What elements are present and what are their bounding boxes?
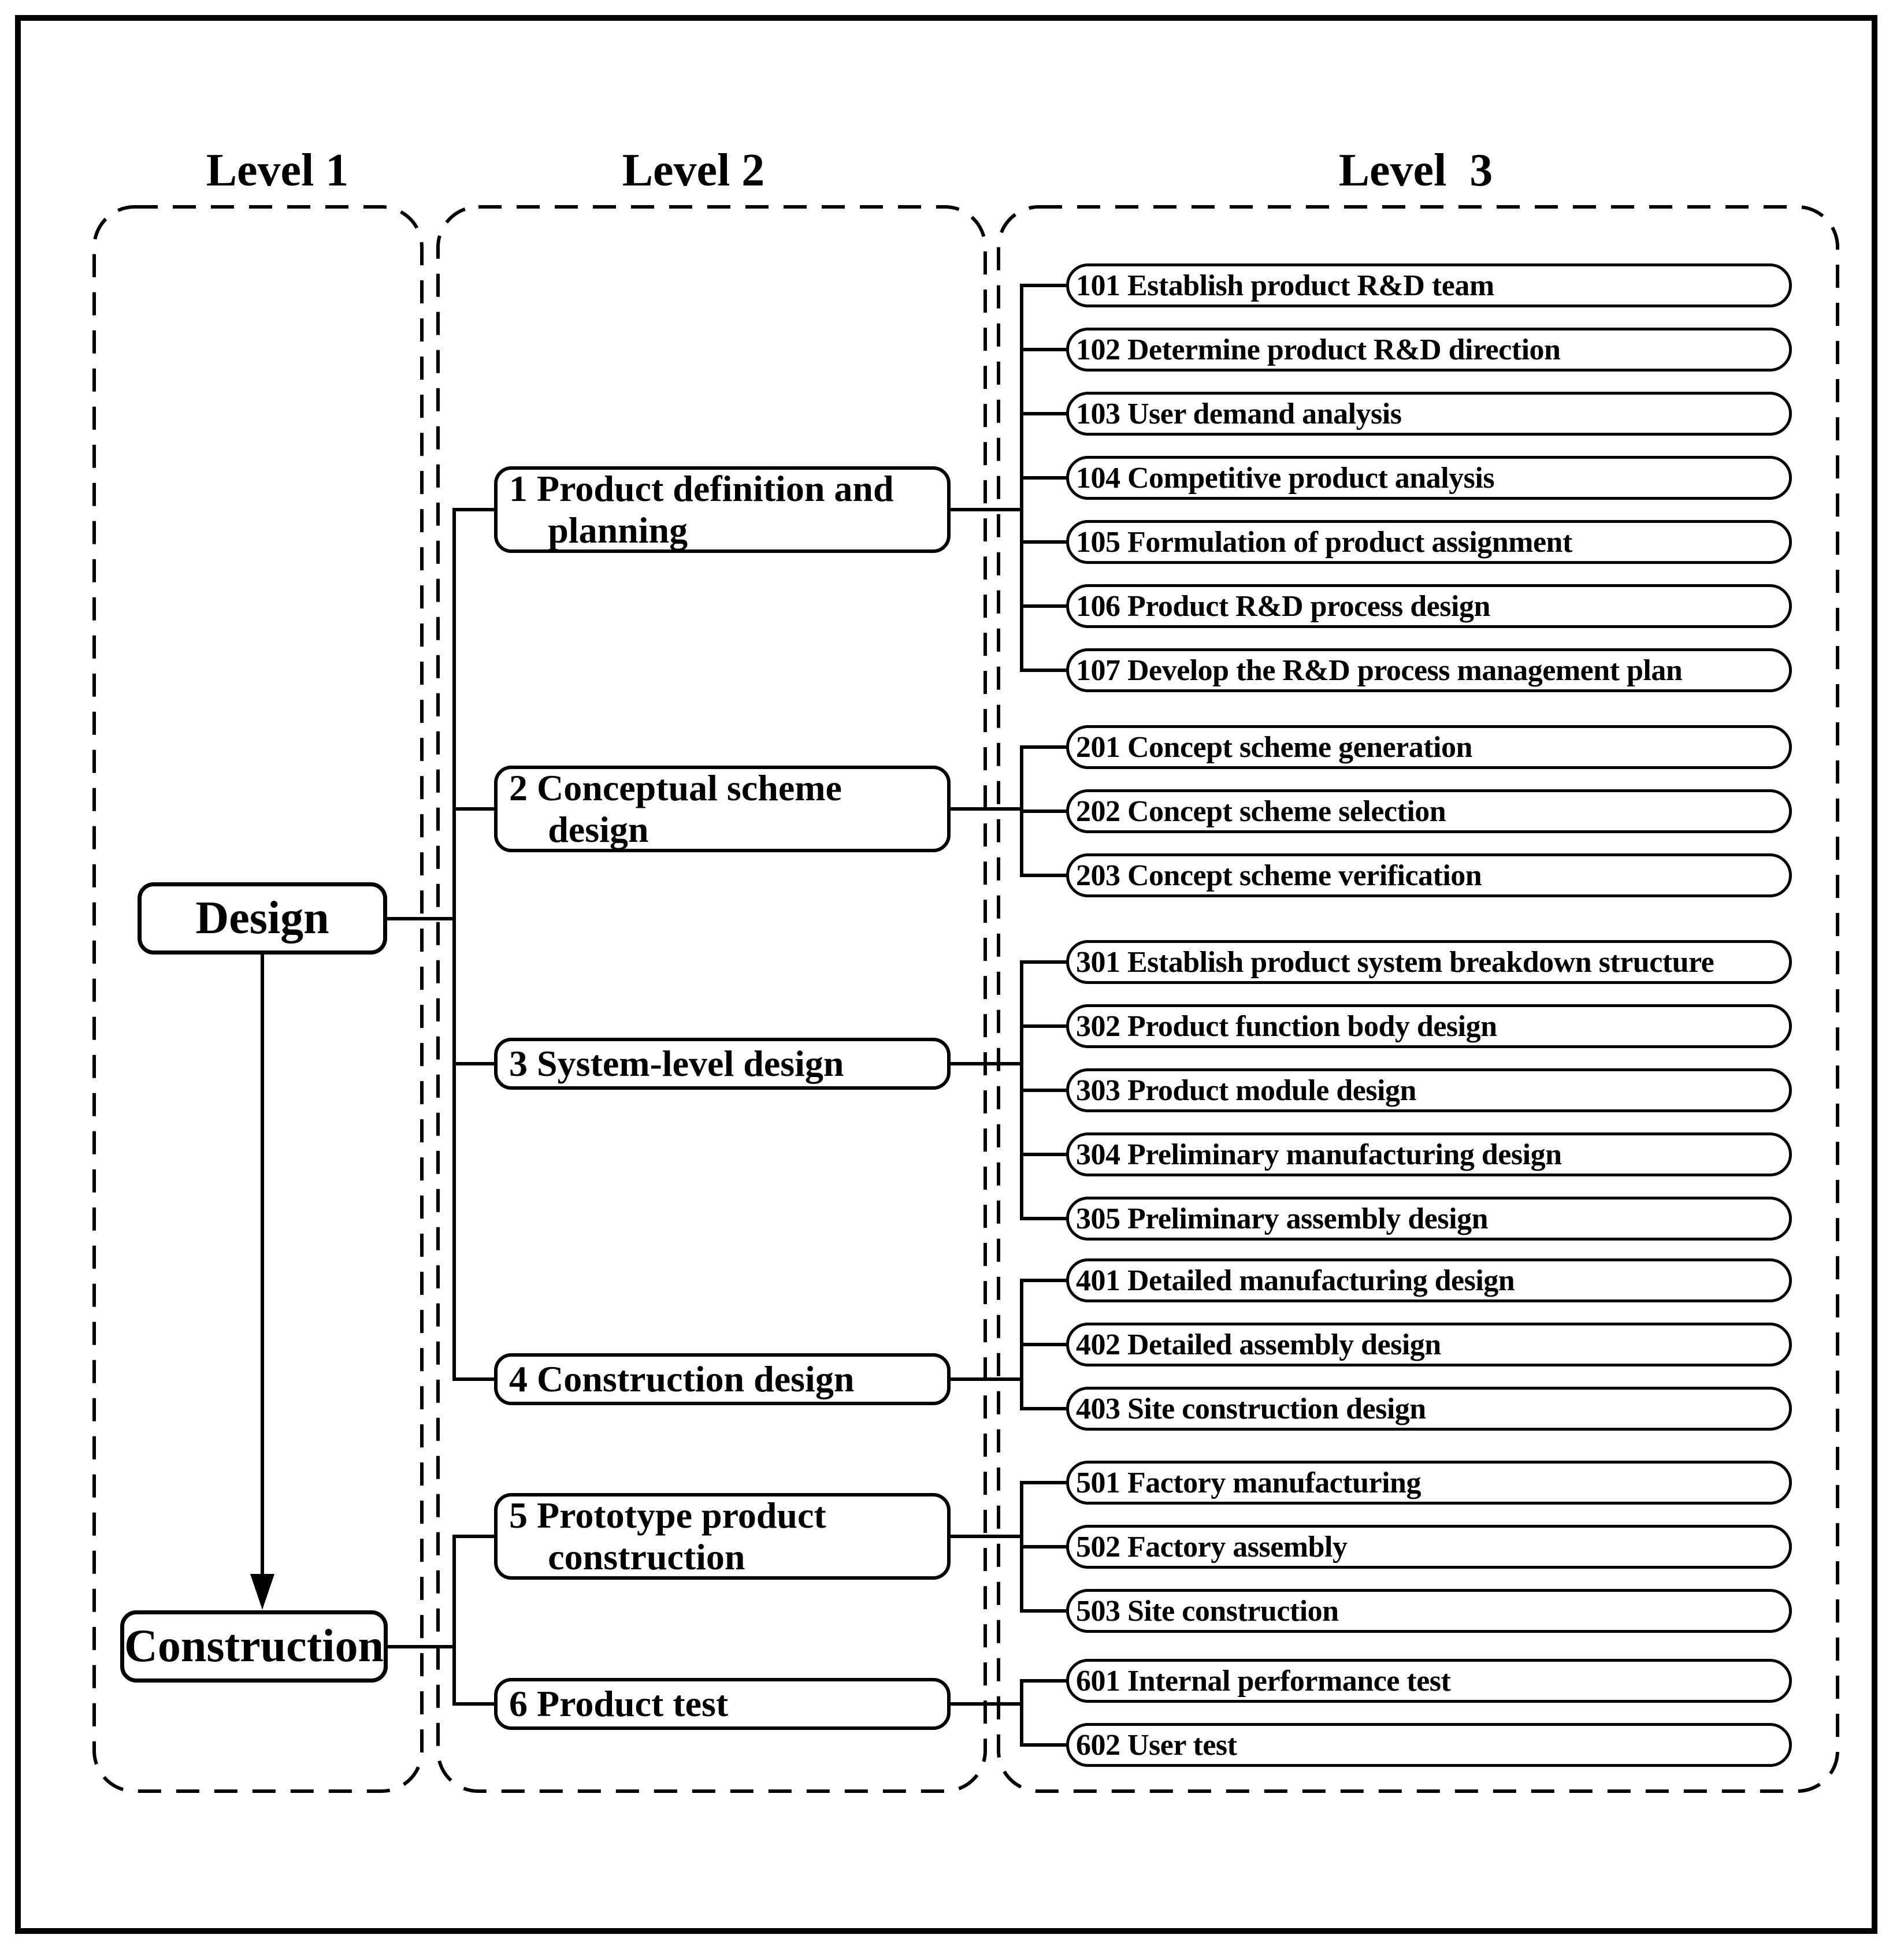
level3-item-102-label: 102 Determine product R&D direction [1076,333,1561,366]
level3-item-502-label: 502 Factory assembly [1076,1530,1348,1564]
level2-box-5: 5 Prototype product construction [494,1493,951,1580]
level3-item-403: 403 Site construction design [1066,1387,1792,1431]
level3-item-502: 502 Factory assembly [1066,1525,1792,1569]
level3-item-104-label: 104 Competitive product analysis [1076,461,1495,495]
level3-item-203: 203 Concept scheme verification [1066,853,1792,897]
level-3-header: Level 3 [1338,145,1493,196]
level3-item-103-label: 103 User demand analysis [1076,397,1402,430]
level2-box-3-label: 3 System-level design [509,1043,844,1084]
level3-item-106: 106 Product R&D process design [1066,584,1792,628]
level3-item-201: 201 Concept scheme generation [1066,725,1792,769]
level3-item-201-label: 201 Concept scheme generation [1076,730,1472,764]
outer-border [15,15,1877,1934]
level3-item-301-label: 301 Establish product system breakdown s… [1076,945,1714,979]
design-to-construction-arrow [250,955,274,1610]
level3-item-602: 602 User test [1066,1723,1792,1767]
level2-box-1: 1 Product definition and planning [494,466,951,553]
level3-item-503: 503 Site construction [1066,1589,1792,1633]
level3-item-305-label: 305 Preliminary assembly design [1076,1202,1488,1235]
level2-box-4-label: 4 Construction design [509,1358,855,1399]
level3-item-303-label: 303 Product module design [1076,1074,1416,1107]
level-2-header: Level 2 [622,145,765,196]
level1-box-design-label: Design [195,893,329,944]
level3-item-601-label: 601 Internal performance test [1076,1664,1451,1698]
level2-box-3: 3 System-level design [494,1038,951,1090]
level3-item-503-label: 503 Site construction [1076,1594,1339,1628]
level3-item-102: 102 Determine product R&D direction [1066,328,1792,372]
level-column-borders [92,205,1839,1793]
level3-item-202: 202 Concept scheme selection [1066,789,1792,833]
level3-item-403-label: 403 Site construction design [1076,1392,1426,1425]
level3-item-304: 304 Preliminary manufacturing design [1066,1132,1792,1176]
level-1-header: Level 1 [206,145,349,196]
level2-box-2: 2 Conceptual scheme design [494,766,951,852]
level3-item-501: 501 Factory manufacturing [1066,1461,1792,1505]
level2-box-5-label: 5 Prototype product construction [509,1495,826,1577]
level3-item-302: 302 Product function body design [1066,1004,1792,1048]
level1-box-construction-label: Construction [124,1621,384,1672]
level3-item-107: 107 Develop the R&D process management p… [1066,648,1792,692]
level3-item-103: 103 User demand analysis [1066,392,1792,436]
level3-item-501-label: 501 Factory manufacturing [1076,1466,1421,1499]
level3-item-107-label: 107 Develop the R&D process management p… [1076,653,1683,687]
level3-item-401: 401 Detailed manufacturing design [1066,1258,1792,1302]
level2-box-6: 6 Product test [494,1678,951,1730]
level3-item-302-label: 302 Product function body design [1076,1009,1497,1043]
level3-item-402-label: 402 Detailed assembly design [1076,1328,1441,1361]
level2-box-2-label: 2 Conceptual scheme design [509,767,842,850]
level3-item-601: 601 Internal performance test [1066,1659,1792,1703]
level3-item-101: 101 Establish product R&D team [1066,263,1792,307]
level2-box-1-label: 1 Product definition and planning [509,468,894,551]
level3-item-402: 402 Detailed assembly design [1066,1323,1792,1366]
level3-item-301: 301 Establish product system breakdown s… [1066,940,1792,984]
level3-item-602-label: 602 User test [1076,1728,1237,1762]
level2-box-4: 4 Construction design [494,1353,951,1405]
level3-item-106-label: 106 Product R&D process design [1076,589,1490,623]
level3-item-105: 105 Formulation of product assignment [1066,520,1792,564]
level3-item-101-label: 101 Establish product R&D team [1076,269,1494,302]
level3-item-105-label: 105 Formulation of product assignment [1076,525,1572,559]
level3-item-202-label: 202 Concept scheme selection [1076,794,1446,828]
level2-box-6-label: 6 Product test [509,1683,729,1724]
level1-to-level2-connectors [385,508,496,1706]
level3-item-104: 104 Competitive product analysis [1066,456,1792,500]
level3-item-401-label: 401 Detailed manufacturing design [1076,1264,1515,1297]
level3-item-305: 305 Preliminary assembly design [1066,1197,1792,1241]
level1-box-design: Design [138,882,387,955]
level3-item-304-label: 304 Preliminary manufacturing design [1076,1138,1562,1171]
level3-item-303: 303 Product module design [1066,1068,1792,1112]
level1-box-construction: Construction [120,1610,388,1683]
level2-to-level3-connectors [949,284,1068,1747]
level3-item-203-label: 203 Concept scheme verification [1076,859,1482,892]
